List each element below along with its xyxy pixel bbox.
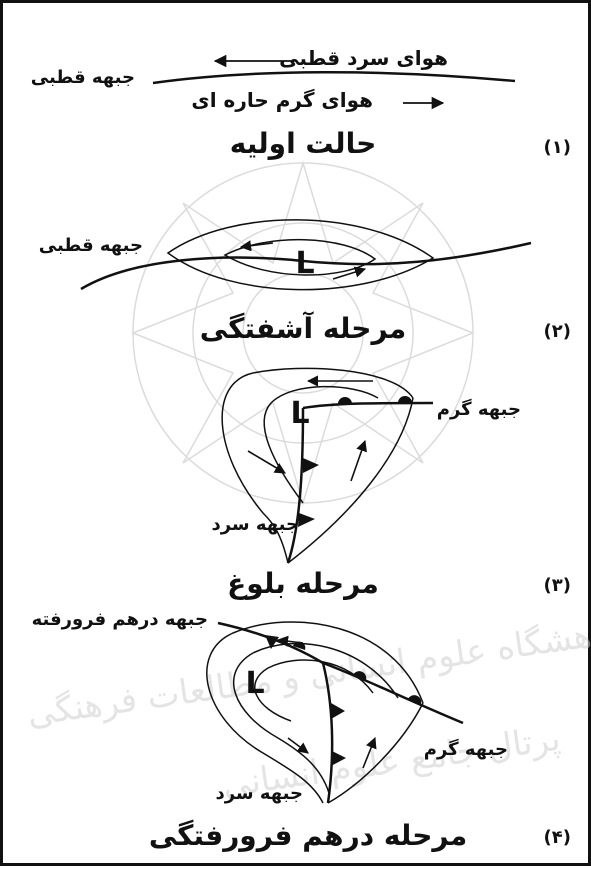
warm-air-arrow-3 [351, 441, 365, 481]
occluded-front-label-4: جبهه درهم فرورفته [32, 609, 208, 630]
low-pressure-symbol-4: L [245, 666, 264, 701]
stage-2-number: (۲) [544, 321, 571, 342]
cyclone-stages-diagram: پژوهشگاه علوم انسانی و مطالعات فرهنگی پر… [3, 3, 591, 869]
polar-front-label-1: جبهه قطبی [31, 67, 135, 88]
warm-front-line-3 [303, 403, 433, 408]
cold-air-arrow-3 [248, 451, 285, 473]
cold-front-tooth-2 [298, 513, 315, 527]
cold-front-label-3: جبهه سرد [211, 514, 299, 535]
warm-front-label-4: جبهه گرم [424, 738, 508, 760]
cold-front-label-4: جبهه سرد [215, 783, 303, 804]
stage-1-initial-state: هوای سرد قطبی جبهه قطبی هوای گرم حاره ای… [31, 46, 571, 160]
low-pressure-symbol-2: L [295, 246, 314, 281]
stage-3-number: (۳) [544, 575, 571, 596]
cold-front-tooth-4a [331, 703, 345, 719]
cold-air-label: هوای سرد قطبی [279, 46, 448, 70]
warm-front-bump-2 [398, 396, 412, 403]
stage-2-disturbance: L جبهه قطبی مرحله آشفتگی (۲) [39, 220, 571, 345]
low-pressure-symbol-3: L [290, 396, 309, 431]
stage-1-number: (۱) [544, 137, 571, 158]
warm-front-bump-1 [338, 397, 352, 404]
polar-front-line-1 [153, 72, 515, 83]
stage-3-title: مرحله بلوغ [227, 567, 379, 600]
stage-2-title: مرحله آشفتگی [200, 311, 406, 345]
warm-air-label: هوای گرم حاره ای [191, 88, 373, 112]
stage-4-number: (۴) [544, 827, 571, 848]
stage-4-title: مرحله درهم فرورفتگی [149, 819, 467, 852]
polar-front-label-2: جبهه قطبی [39, 235, 143, 256]
warm-front-label-3: جبهه گرم [437, 398, 521, 420]
stage-1-title: حالت اولیه [230, 127, 377, 160]
stage-3-mature: L جبهه گرم جبهه سرد مرحله بلوغ (۳) [211, 368, 571, 600]
